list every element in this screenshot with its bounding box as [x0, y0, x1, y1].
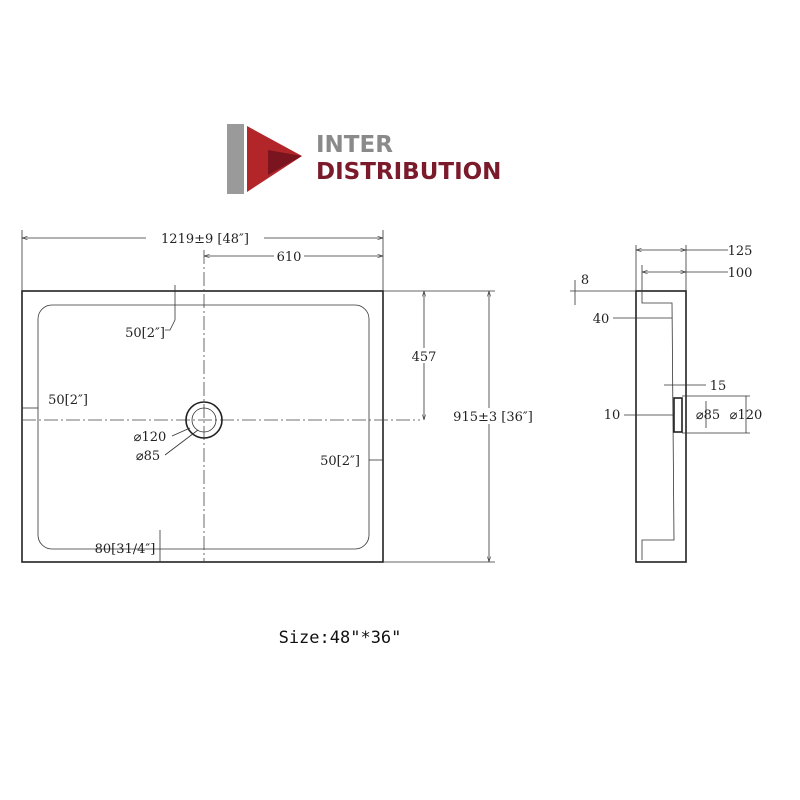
- logo-text-inter: INTER: [316, 132, 393, 158]
- drain-outer-dim: ⌀120: [134, 430, 167, 445]
- total-height-dim: 125: [728, 244, 753, 259]
- drain-offset-dim: 10: [604, 408, 621, 423]
- side-drain-inner-dim: ⌀85: [696, 408, 720, 423]
- side-view: 125 100 8 40 15 10 ⌀85 ⌀120: [570, 244, 763, 563]
- right-rim-dim: 50[2″]: [320, 454, 360, 469]
- drain-depth-dim: 15: [710, 379, 727, 394]
- top-rim-dim: 50[2″]: [125, 326, 165, 341]
- drain-inner-dim: ⌀85: [136, 449, 160, 464]
- overall-depth-dim: 915±3 [36″]: [453, 410, 533, 425]
- lip-dim: 8: [581, 273, 589, 288]
- logo-text-distribution: DISTRIBUTION: [316, 159, 501, 185]
- logo-bar-icon: [227, 124, 244, 194]
- step-dim: 40: [593, 312, 610, 327]
- size-label: Size:48"*36": [279, 628, 402, 648]
- side-outline: [635, 290, 687, 563]
- drain-icon: [185, 401, 223, 439]
- front-view: 1219±9 [48″] 610 457 915±3 [36″] 50[2″] …: [21, 230, 546, 563]
- side-drain-outer-dim: ⌀120: [730, 408, 763, 423]
- bottom-rim-dim: 80[31/4″]: [95, 542, 156, 557]
- half-depth-dim: 457: [412, 350, 437, 365]
- half-width-dim: 610: [277, 250, 302, 265]
- side-drain-icon: [673, 397, 683, 433]
- basin-outline: [37, 304, 370, 550]
- base-outline: [21, 290, 384, 563]
- overall-width-dim: 1219±9 [48″]: [161, 232, 249, 247]
- body-height-dim: 100: [728, 266, 753, 281]
- left-rim-dim: 50[2″]: [48, 393, 88, 408]
- inter-distribution-logo: INTER DISTRIBUTION: [227, 124, 501, 194]
